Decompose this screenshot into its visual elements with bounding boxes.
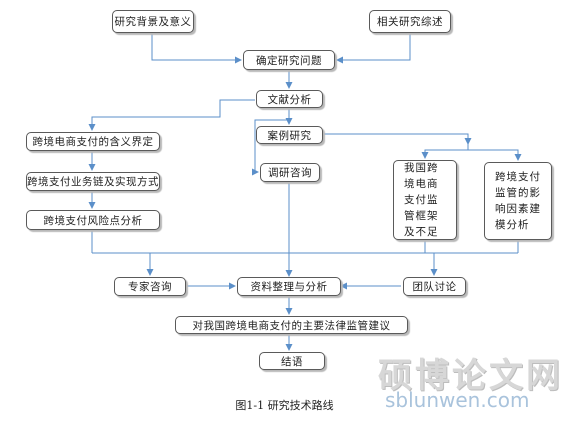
watermark-url: sblunwen.com bbox=[385, 388, 530, 412]
literature-analysis-box: 文献分析 bbox=[256, 90, 323, 108]
risk-analysis-box: 跨境支付风险点分析 bbox=[26, 210, 160, 230]
influence-factors-box: 跨境支付监管的影响因素建模分析 bbox=[484, 162, 552, 240]
case-study-box: 案例研究 bbox=[256, 126, 323, 144]
data-analysis-box: 资料整理与分析 bbox=[237, 277, 341, 296]
suggestions-box: 对我国跨境电商支付的主要法律监管建议 bbox=[175, 316, 408, 334]
definition-box: 跨境电商支付的含义界定 bbox=[26, 132, 160, 151]
conclusion-box: 结语 bbox=[259, 352, 325, 370]
figure-caption: 图1-1 研究技术路线 bbox=[235, 399, 334, 412]
team-discussion-box: 团队讨论 bbox=[403, 277, 466, 296]
related-review-box: 相关研究综述 bbox=[369, 10, 451, 33]
research-background-box: 研究背景及意义 bbox=[112, 10, 194, 33]
watermark-chinese: 硕博论文网 bbox=[378, 356, 563, 396]
expert-consult-box: 专家咨询 bbox=[114, 277, 186, 296]
regulatory-framework-box: 我国跨境电商支付监管框架及不足 bbox=[393, 160, 457, 240]
business-chain-box: 跨境支付业务链及实现方式 bbox=[26, 172, 160, 191]
define-question-box: 确定研究问题 bbox=[243, 50, 335, 70]
survey-consult-box: 调研咨询 bbox=[260, 163, 320, 182]
